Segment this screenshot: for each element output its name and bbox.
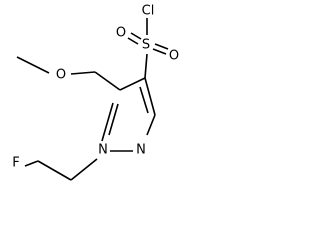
bond-c4-s [144, 53, 148, 79]
bond-n1-ch2 [70, 158, 98, 181]
bond-c5-c4 [119, 77, 146, 91]
bond-s-o-bottom-a [152, 48, 167, 55]
fluorine-label: F [12, 156, 19, 171]
bond-c5-ch2 [94, 71, 121, 91]
bond-ch2-f [24, 160, 39, 167]
chlorine-label: Cl [142, 4, 155, 19]
ring-nitrogen-2-label: N [136, 143, 146, 158]
ring-nitrogen-1-label: N [98, 143, 108, 158]
bond-o-ch3 [16, 56, 50, 74]
bonds [16, 18, 169, 181]
bond-c4-c3-inner [139, 86, 149, 114]
bond-n1-c5-inner [108, 103, 119, 136]
sulfonyl-oxygen-top-label: O [116, 26, 126, 41]
sulfur-label: S [142, 38, 150, 53]
bond-n1-c5 [101, 102, 114, 142]
bond-s-o-top-b [127, 37, 139, 45]
bond-c4-c3 [144, 77, 156, 116]
bond-s-o-top-a [130, 32, 142, 40]
bond-ch2-o [70, 71, 96, 75]
bond-c3-n2 [146, 114, 156, 136]
ether-oxygen-label: O [56, 68, 66, 83]
sulfonyl-oxygen-bottom-label: O [169, 49, 179, 64]
chemical-structure: Cl S O O O N N F [12, 4, 179, 181]
bond-s-o-bottom-b [154, 43, 169, 50]
atom-labels: Cl S O O O N N F [12, 4, 179, 171]
bond-ch2-ch2 [37, 160, 72, 181]
